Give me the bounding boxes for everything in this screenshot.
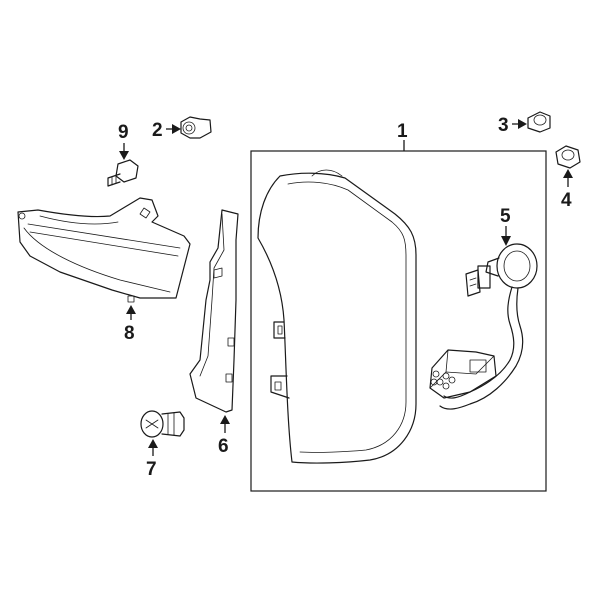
grommet-part-2 [180, 116, 212, 139]
bolt-part-9 [107, 159, 139, 187]
nut-part-4 [555, 145, 581, 169]
callout-5: 5 [500, 206, 511, 246]
tail-lamp-housing [257, 169, 417, 464]
callout-9-label: 9 [118, 122, 129, 143]
callout-6-label: 6 [218, 436, 229, 457]
callout-8: 8 [124, 305, 136, 344]
callout-1-label: 1 [397, 121, 408, 142]
socket-wiring [429, 243, 538, 410]
callout-4-label: 4 [561, 190, 572, 211]
callout-6: 6 [218, 415, 230, 457]
callout-7-label: 7 [146, 459, 157, 480]
bracket-part-6 [189, 209, 239, 413]
callout-3: 3 [498, 115, 527, 136]
callout-2: 2 [152, 120, 181, 141]
callout-9: 9 [118, 122, 129, 160]
callout-5-label: 5 [500, 206, 511, 227]
assembly-box [250, 150, 547, 492]
push-pin-part-7 [140, 410, 185, 438]
callout-3-label: 3 [498, 115, 509, 136]
callout-8-label: 8 [124, 323, 135, 344]
nut-part-3 [527, 111, 551, 133]
callout-2-label: 2 [152, 120, 163, 141]
side-lamp-part-8 [17, 197, 191, 303]
callout-7: 7 [146, 439, 158, 480]
callout-4: 4 [561, 169, 573, 211]
